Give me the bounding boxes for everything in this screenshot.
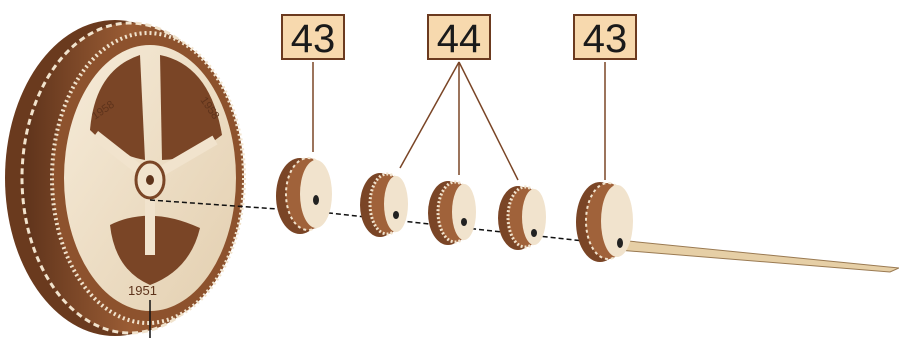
gear-44-first (360, 172, 408, 237)
wheel-window-top-left (90, 55, 145, 160)
spacer-43-right (576, 182, 633, 262)
leader-line-44-a (399, 61, 460, 169)
gear-44-second (428, 180, 476, 245)
part-label-44: 44 (427, 14, 491, 61)
pointer-stick (617, 239, 899, 273)
axle-line-1 (149, 199, 321, 213)
leader-line-44-c (458, 61, 519, 181)
wheel-window-top-right (160, 55, 222, 160)
gear-44-third (498, 185, 546, 250)
part-label-43-right: 43 (573, 14, 637, 61)
part-label-43-left: 43 (281, 14, 345, 61)
wheel-gear-teeth (50, 31, 246, 325)
wheel-marking-bottom: 1951 (128, 283, 157, 298)
wheel-hub-hole (146, 175, 154, 185)
large-wheel: 1958 1958 1951 (5, 20, 246, 336)
spacer-43-left (276, 157, 332, 234)
